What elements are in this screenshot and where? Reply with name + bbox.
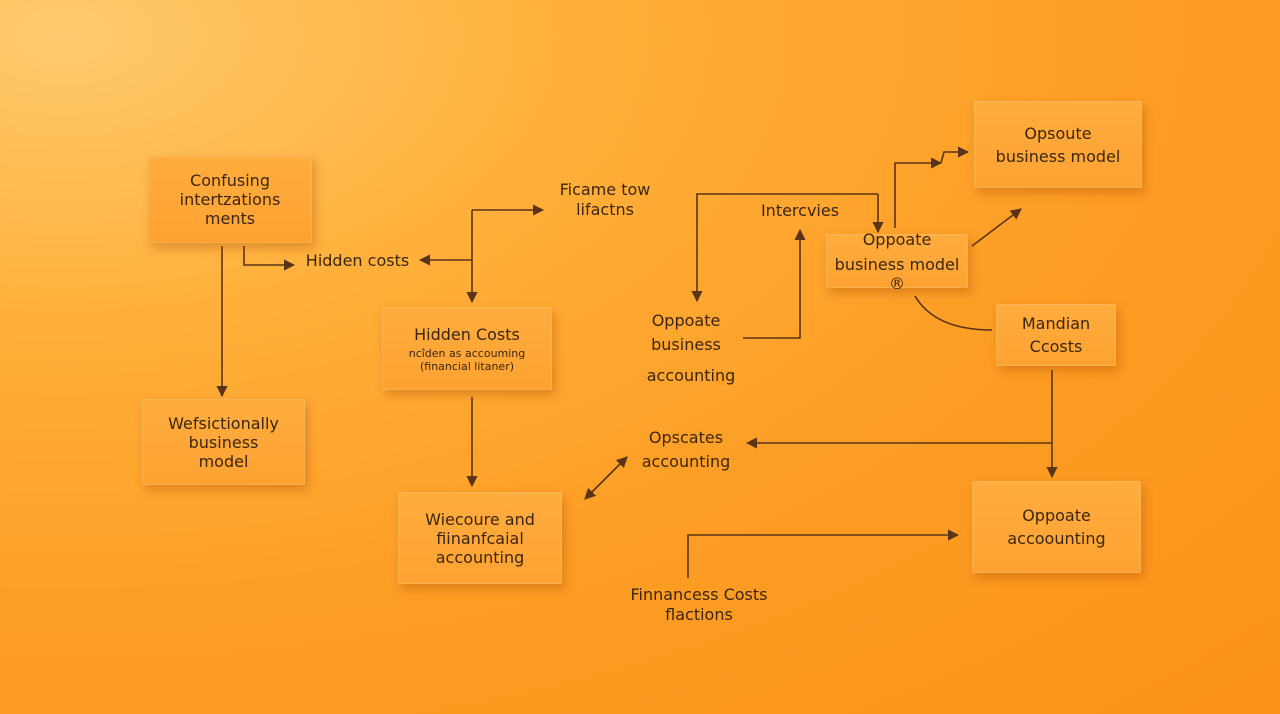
label-text: lifactns — [576, 200, 634, 219]
node-line: accoounting — [1007, 529, 1106, 548]
arrow-accounting-to-intercvies — [743, 228, 806, 339]
node-line: business model — [995, 146, 1121, 166]
node-oppoate-accounting: Oppoate accoounting — [972, 481, 1141, 573]
node-line: Opsoute — [1024, 123, 1092, 143]
label-intercvies: Intercvies — [752, 199, 848, 223]
arrow-opposate-to-opsoute-a — [894, 157, 943, 228]
label-text: Oppoate — [651, 311, 721, 330]
label-text: Ficame tow — [559, 180, 651, 199]
node-line: Confusing — [190, 171, 270, 190]
label-ficame: Ficame tow lifactns — [550, 180, 660, 220]
node-line: Ccosts — [1029, 337, 1083, 356]
node-line: business model ® — [834, 254, 960, 293]
node-line: fiinanfcaial — [436, 528, 524, 548]
arrow-opposate-diagonal — [971, 208, 1022, 247]
node-hidden-costs-box: Hidden Costs ncîden as accouming (financ… — [382, 307, 552, 390]
label-text: business — [651, 335, 721, 354]
node-line: Wiecoure and — [425, 509, 535, 529]
node-mandian-costs: Mandian Ccosts — [996, 304, 1116, 366]
curve-opposate-to-mandian — [914, 295, 993, 331]
label-text: accounting — [641, 452, 731, 471]
node-line: Wefsictionally — [168, 413, 279, 433]
label-text: flactions — [665, 605, 733, 624]
label-opscates-accounting: Opscates accounting — [632, 426, 740, 474]
node-line: Hidden Costs — [414, 324, 520, 344]
node-line: Oppoate — [862, 229, 932, 249]
arrow-wiecoure-opscates-double — [584, 456, 628, 500]
label-accounting: accounting — [636, 364, 746, 388]
node-line: accounting — [435, 547, 525, 567]
node-line: Mandian — [1021, 314, 1091, 333]
node-subline: ncîden as accouming — [408, 346, 526, 360]
node-wiecoure: Wiecoure and fiinanfcaial accounting — [398, 492, 562, 584]
arrow-opposate-to-opsoute-b — [940, 146, 970, 164]
node-line: ments — [204, 209, 256, 228]
label-text: Intercvies — [760, 201, 840, 220]
label-text: Opscates — [648, 428, 724, 447]
label-text: accounting — [646, 366, 736, 385]
label-text: Hidden costs — [305, 251, 410, 270]
node-line: model — [198, 451, 249, 471]
node-subline: (financial litaner) — [419, 359, 515, 373]
label-oppoate-business: Oppoate business — [636, 309, 736, 357]
label-finances-costs: Finnancess Costs flactions — [628, 585, 770, 625]
node-confusing: Confusing intertzations ments — [148, 156, 312, 243]
label-text: Finnancess Costs — [630, 585, 768, 604]
arrow-finances-to-oppoate-acc — [687, 529, 960, 578]
node-opposate-business-model: Oppoate business model ® — [826, 230, 968, 293]
arrow-top-loop-left — [691, 193, 878, 303]
label-hidden-costs: Hidden costs — [300, 249, 415, 273]
node-line: business — [188, 432, 259, 452]
node-line: intertzations — [179, 190, 281, 209]
node-line: Oppoate — [1022, 506, 1091, 525]
node-opsoute-business-model: Opsoute business model — [974, 101, 1142, 188]
node-weficional: Wefsictionally business model — [142, 399, 305, 485]
arrow-confusing-to-hidden-costs — [243, 246, 296, 271]
